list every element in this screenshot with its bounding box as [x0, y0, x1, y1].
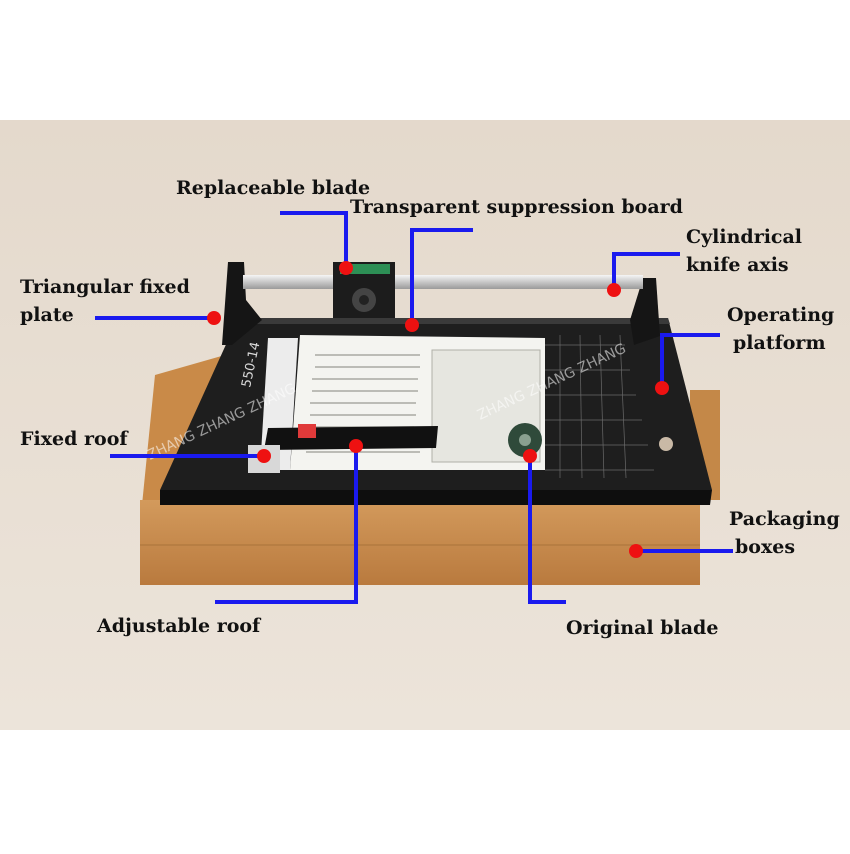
leader-replaceable-blade [280, 211, 348, 268]
label-triangular-plate-line1: Triangular fixed [20, 276, 190, 298]
marker-adjustable-roof [349, 439, 363, 453]
label-operating-platform-line1: Operating [727, 304, 835, 326]
leader-original-blade [528, 456, 566, 604]
marker-packaging-boxes [629, 544, 643, 558]
leader-transparent-board [410, 228, 473, 325]
marker-fixed-roof [257, 449, 271, 463]
label-triangular-plate: Triangular fixed plate [20, 273, 190, 329]
platform-hole [659, 437, 673, 451]
marker-triangular-plate [207, 311, 221, 325]
marker-replaceable-blade [339, 261, 353, 275]
marker-cylindrical-axis [607, 283, 621, 297]
marker-original-blade [523, 449, 537, 463]
marker-operating-platform [655, 381, 669, 395]
ruler-grid [545, 334, 654, 479]
adjustable-roof-bar [264, 424, 438, 450]
label-adjustable-roof: Adjustable roof [97, 615, 261, 637]
label-original-blade: Original blade [566, 617, 719, 639]
label-operating-platform: Operating platform [727, 301, 834, 357]
label-cylindrical-axis-line2: knife axis [686, 254, 789, 276]
label-packaging-boxes: Packaging boxes [729, 505, 840, 561]
leader-lines [95, 211, 733, 604]
leader-adjustable-roof [215, 446, 358, 604]
label-packaging-boxes-line1: Packaging [729, 508, 840, 530]
triangular-fixed-plate [222, 262, 660, 345]
label-packaging-boxes-line2: boxes [735, 536, 796, 558]
leader-cylindrical-axis [612, 252, 680, 290]
leader-operating-platform [660, 333, 720, 388]
marker-dots [207, 261, 669, 558]
cylindrical-knife-axis [243, 275, 643, 289]
label-transparent-board: Transparent suppression board [350, 196, 683, 218]
label-cylindrical-axis: Cylindrical knife axis [686, 223, 802, 279]
label-cylindrical-axis-line1: Cylindrical [686, 226, 803, 248]
marker-transparent-board [405, 318, 419, 332]
label-replaceable-blade: Replaceable blade [176, 177, 371, 199]
label-fixed-roof: Fixed roof [20, 428, 128, 450]
label-operating-platform-line2: platform [733, 332, 826, 354]
label-triangular-plate-line2: plate [20, 304, 74, 326]
